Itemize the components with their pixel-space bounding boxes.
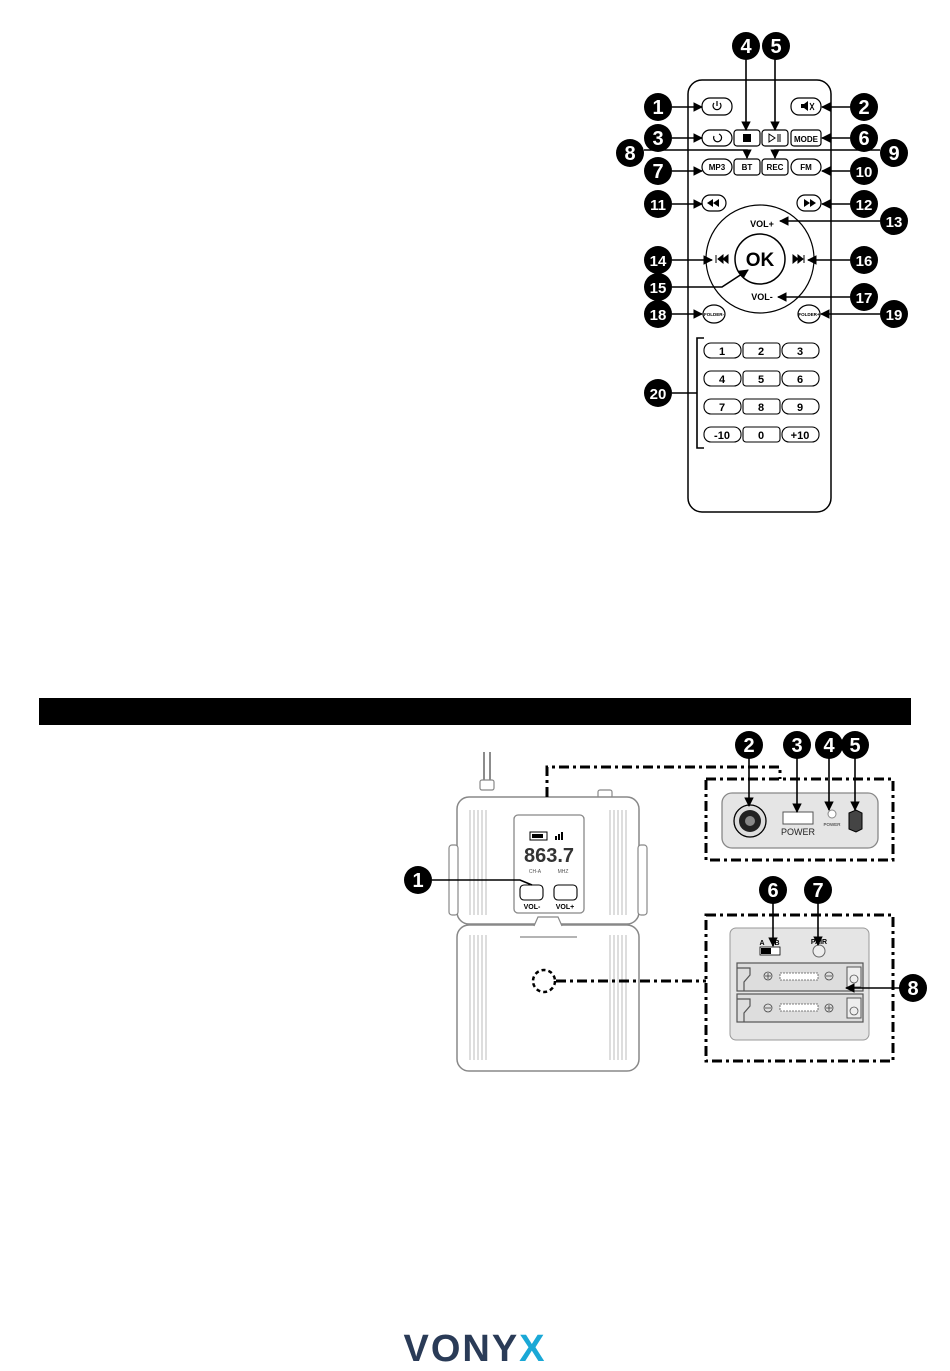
rec-label: REC	[767, 163, 784, 172]
key-1: 1	[719, 346, 725, 358]
fm-label: FM	[800, 163, 812, 172]
callout-t1: 1	[412, 870, 423, 892]
power-led	[828, 810, 836, 818]
bt-label: BT	[742, 163, 753, 172]
section-header-bar	[39, 698, 911, 725]
callout-r11: 11	[650, 197, 666, 214]
callout-t5: 5	[849, 735, 860, 757]
callout-r19: 19	[886, 307, 903, 324]
lcd-channel: CH-A	[529, 869, 542, 875]
ok-label: OK	[746, 250, 775, 271]
callout-r10: 10	[856, 164, 873, 181]
callout-t4: 4	[823, 735, 835, 757]
callout-r7: 7	[652, 161, 663, 183]
repeat-button	[702, 130, 732, 146]
callout-r12: 12	[856, 197, 873, 214]
remote-control: MODE MP3 BT REC FM OK VOL+ VOL- FOLDER- …	[616, 32, 908, 512]
callout-r15: 15	[650, 280, 667, 297]
power-led-label: POWER	[823, 822, 841, 827]
brand-logo-x: X	[519, 1328, 546, 1370]
folder-minus-label: FOLDER-	[704, 312, 724, 317]
callout-r8: 8	[624, 143, 635, 165]
callout-t6: 6	[767, 880, 778, 902]
switch-label-a: A	[759, 940, 764, 947]
key-8: 8	[758, 402, 764, 414]
key-9: 9	[797, 402, 803, 414]
power-button	[702, 98, 732, 115]
brand-logo-main: VONY	[403, 1328, 519, 1370]
mode-label: MODE	[794, 135, 819, 144]
vol-minus-button	[520, 885, 543, 900]
callout-t2: 2	[743, 735, 754, 757]
usb-port	[849, 810, 862, 832]
power-label: POWER	[781, 827, 816, 837]
callout-r18: 18	[650, 307, 667, 324]
lcd-frequency: 863.7	[524, 845, 574, 867]
callout-r6: 6	[858, 128, 869, 150]
pair-button	[813, 945, 825, 957]
vol-plus-tx-label: VOL+	[556, 904, 574, 911]
key-0: 0	[758, 430, 764, 442]
vol-minus-label: VOL-	[751, 292, 773, 302]
callout-r9: 9	[888, 143, 899, 165]
switch-label-b: B	[774, 940, 779, 947]
vol-plus-button	[554, 885, 577, 900]
callout-t3: 3	[791, 735, 802, 757]
callout-r14: 14	[650, 253, 667, 270]
callout-r17: 17	[856, 290, 873, 307]
callout-r1: 1	[652, 97, 663, 119]
callout-r20: 20	[650, 386, 667, 403]
callout-t8: 8	[907, 978, 918, 1000]
vol-plus-label: VOL+	[750, 219, 774, 229]
key-7: 7	[719, 402, 725, 414]
stop-icon	[743, 134, 751, 142]
key-3: 3	[797, 346, 803, 358]
callout-r16: 16	[856, 253, 873, 270]
callout-r4: 4	[740, 36, 752, 58]
key-4: 4	[719, 374, 726, 386]
key-plus-10: +10	[791, 430, 810, 442]
key-5: 5	[758, 374, 764, 386]
power-button-tx	[783, 812, 813, 824]
lcd-unit: MHZ	[558, 869, 569, 875]
folder-plus-label: FOLDER+	[798, 312, 819, 317]
callout-r3: 3	[652, 128, 663, 150]
key-2: 2	[758, 346, 764, 358]
mp3-label: MP3	[709, 163, 726, 172]
vol-minus-tx-label: VOL-	[524, 904, 541, 911]
key-6: 6	[797, 374, 803, 386]
callout-t7: 7	[812, 880, 823, 902]
belt-clip-tab	[534, 917, 562, 926]
battery-compartment-detail: A B PAIR	[730, 928, 869, 1040]
callout-r2: 2	[858, 97, 869, 119]
callout-r5: 5	[770, 36, 781, 58]
callout-r13: 13	[886, 214, 903, 231]
antenna	[484, 752, 490, 780]
brand-logo: VONYX	[0, 1328, 950, 1371]
bodypack-transmitter: 863.7 CH-A MHZ VOL- VOL+	[449, 752, 647, 1071]
key-minus-10: -10	[714, 430, 730, 442]
